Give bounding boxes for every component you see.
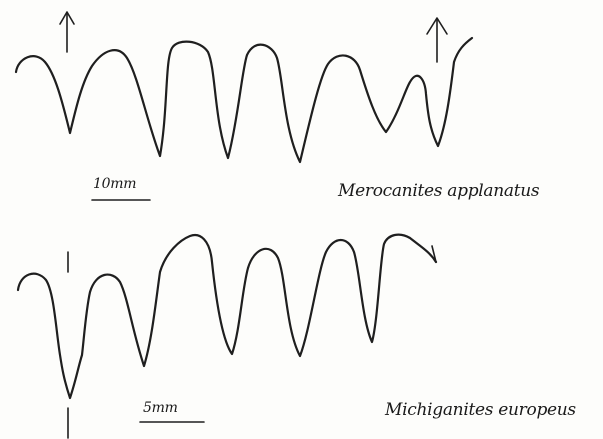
suture-line-2 xyxy=(18,235,436,398)
suture-line-1 xyxy=(16,38,472,162)
species-name-1: Merocanites applanatus xyxy=(338,181,539,201)
species-name-2: Michiganites europeus xyxy=(385,400,576,420)
suture-figure-1 xyxy=(16,12,472,200)
suture-figure-2 xyxy=(18,235,436,438)
scale-label-2: 5mm xyxy=(143,400,178,416)
arrow-up-icon xyxy=(60,12,74,52)
arrow-up-icon xyxy=(427,18,447,62)
scale-label-1: 10mm xyxy=(93,176,136,192)
